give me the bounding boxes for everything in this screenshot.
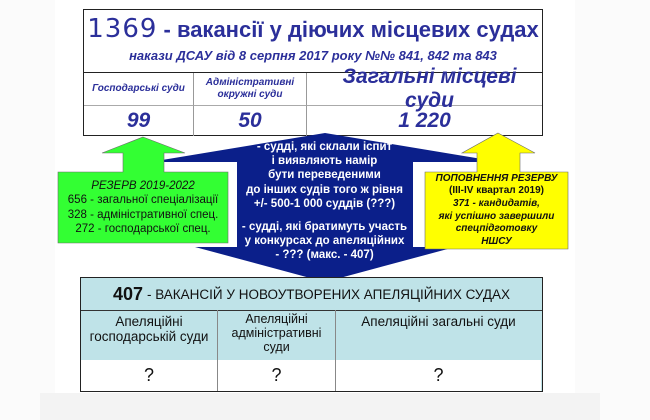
header-line: адміністративні [231, 326, 322, 340]
right-margin [575, 0, 650, 420]
value-administrative-courts: 50 [194, 106, 307, 136]
header-appeal-administrative: Апеляційні адміністративні суди [218, 310, 336, 360]
left-margin [0, 0, 55, 420]
replenishment-title: ПОПОВНЕННЯ РЕЗЕРВУ [435, 172, 558, 184]
existing-vacancies-title-text: - вакансії у діючих місцевих судах [157, 17, 539, 42]
header-line: Апеляційні [245, 312, 308, 326]
bottom-band [40, 393, 600, 420]
new-appeal-courts-title: 407 - ВАКАНСІЙ У НОВОУТВОРЕНИХ АПЕЛЯЦІЙН… [81, 278, 542, 311]
reserve-replenishment-box: ПОПОВНЕННЯ РЕЗЕРВУ (III-IV квартал 2019)… [425, 172, 568, 249]
header-appeal-commercial: Апеляційні господарській суди [81, 310, 218, 360]
reserve-title: РЕЗЕРВ 2019-2022 [91, 179, 195, 192]
value-appeal-commercial: ? [81, 360, 218, 391]
header-line: Апеляційні [115, 314, 183, 329]
replenishment-line: 371 - кандидатів, [453, 197, 540, 209]
header-commercial-courts: Господарські суди [84, 73, 194, 106]
replenishment-line: спецпідготовку [455, 223, 538, 235]
transfer-line: - судді, які склали іспит [256, 141, 393, 153]
double-vertical-arrow-navy-icon [150, 133, 500, 282]
replenishment-line: НШСУ [481, 235, 512, 247]
transfer-line: бути переведеними [268, 169, 381, 182]
up-arrow-yellow-icon [424, 132, 569, 250]
new-appeal-courts-total: 407 [112, 283, 143, 304]
transfer-line: і виявляють намір [271, 155, 378, 168]
orders-subtitle: накази ДСАУ від 8 серпня 2017 року №№ 84… [129, 48, 497, 63]
new-appeal-courts-table: 407 - ВАКАНСІЙ У НОВОУТВОРЕНИХ АПЕЛЯЦІЙН… [80, 277, 543, 392]
reserve-line: 272 - господарської спец. [75, 223, 211, 235]
value-general-courts: 1 220 [398, 109, 451, 132]
value-commercial-courts: 99 [84, 106, 194, 136]
up-arrow-green-icon [57, 136, 229, 244]
reserve-box: РЕЗЕРВ 2019-2022 656 - загальної спеціал… [58, 172, 228, 243]
existing-vacancies-table: 1369 - вакансії у діючих місцевих судах … [83, 9, 543, 136]
transfer-judges-text: - судді, які склали іспит і виявляють на… [232, 140, 417, 278]
header-appeal-general: Апеляційні загальні суди [336, 310, 541, 360]
header-line: суди [263, 340, 290, 354]
transfer-line: до інших судів того ж рівня [246, 183, 403, 196]
header-line: господарській суди [89, 329, 209, 344]
value-appeal-administrative: ? [218, 360, 336, 391]
appeal-competition-line: - ??? (макс. - 407) [275, 249, 374, 262]
replenishment-period: (III-IV квартал 2019) [449, 185, 544, 197]
appeal-competition-line: у конкурсах до апеляційних [244, 235, 405, 248]
existing-vacancies-title: 1369 - вакансії у діючих місцевих судах [84, 14, 542, 44]
reserve-line: 328 - адміністративної спец. [67, 208, 219, 221]
reserve-line: 656 - загальної спеціалізації [67, 194, 219, 206]
existing-vacancies-total: 1369 [87, 14, 158, 44]
header-line: Апеляційні загальні суди [361, 314, 516, 329]
new-appeal-courts-title-text: - ВАКАНСІЙ У НОВОУТВОРЕНИХ АПЕЛЯЦІЙНИХ С… [146, 286, 511, 302]
appeal-competition-line: - судді, які братимуть участь [241, 221, 408, 234]
transfer-line: +/- 500-1 000 суддів (???) [253, 197, 396, 210]
header-administrative-courts: Адміністративні окружні суди [194, 73, 307, 106]
value-appeal-general: ? [336, 360, 541, 391]
replenishment-line: які успішно завершили [438, 210, 555, 222]
